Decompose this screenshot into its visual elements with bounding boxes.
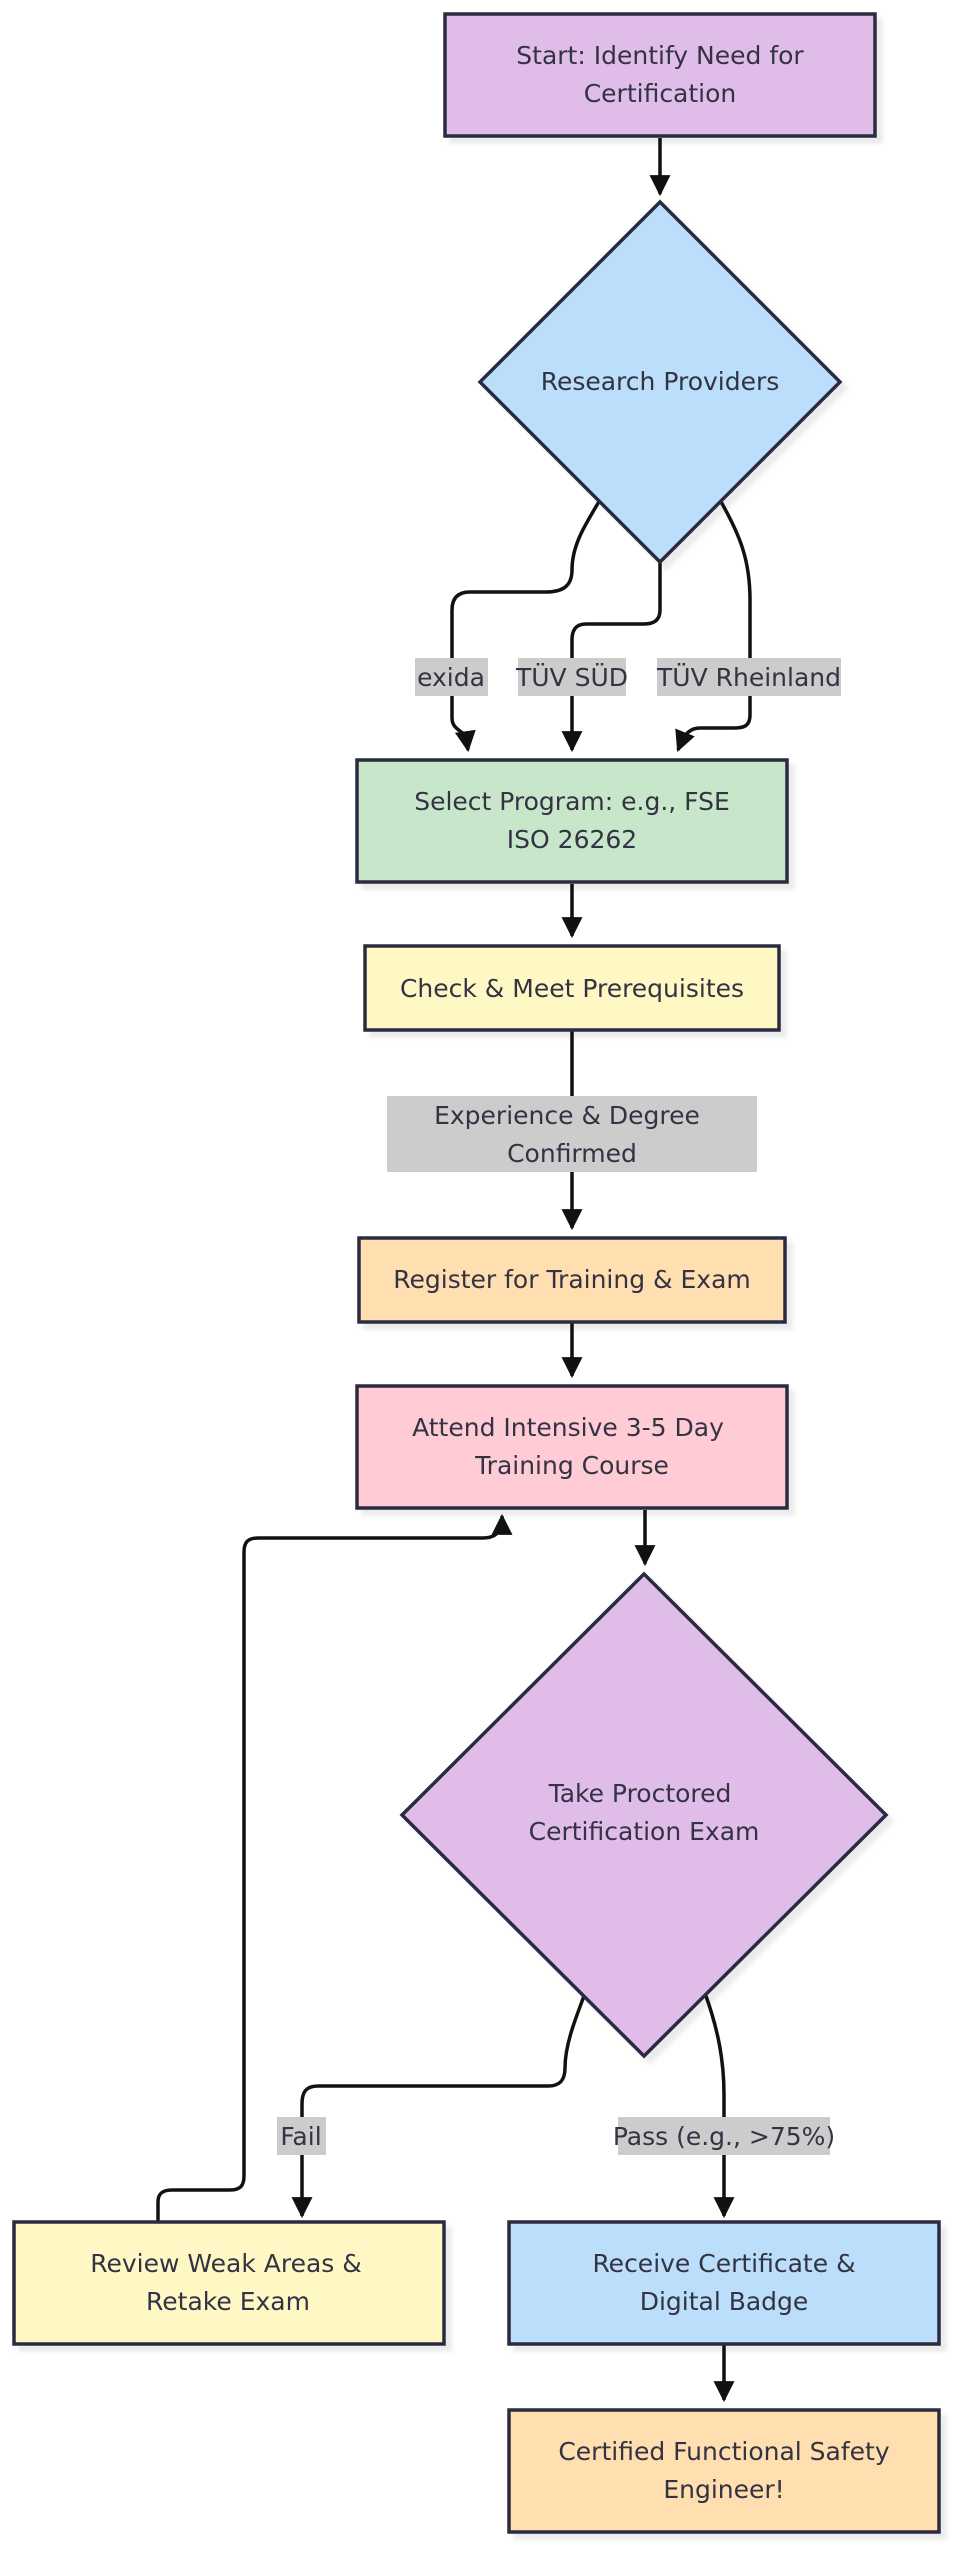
svg-text:Certified Functional Safety: Certified Functional Safety xyxy=(558,2437,890,2466)
edge-research-tuv-rheinland xyxy=(675,499,752,752)
svg-text:Research Providers: Research Providers xyxy=(541,367,780,396)
svg-text:Experience & Degree: Experience & Degree xyxy=(434,1101,700,1130)
svg-text:Certification: Certification xyxy=(584,79,737,108)
node-select-program: Select Program: e.g., FSE ISO 26262 xyxy=(355,758,789,884)
edge-label-experience: Experience & Degree Confirmed xyxy=(387,1096,757,1172)
node-research-providers: Research Providers xyxy=(477,199,843,565)
svg-text:Take Proctored: Take Proctored xyxy=(548,1779,732,1808)
node-register: Register for Training & Exam xyxy=(357,1236,787,1324)
node-start: Start: Identify Need for Certification xyxy=(443,12,877,138)
svg-text:Receive Certificate &: Receive Certificate & xyxy=(592,2249,855,2278)
svg-text:Retake Exam: Retake Exam xyxy=(146,2287,310,2316)
svg-text:Digital Badge: Digital Badge xyxy=(640,2287,809,2316)
svg-text:Review Weak Areas &: Review Weak Areas & xyxy=(90,2249,362,2278)
svg-text:Engineer!: Engineer! xyxy=(663,2475,784,2504)
node-certificate: Receive Certificate & Digital Badge xyxy=(507,2220,941,2346)
edge-label-tuv-sud: TÜV SÜD xyxy=(515,658,628,696)
edge-label-tuv-rheinland: TÜV Rheinland xyxy=(656,658,841,696)
svg-text:Fail: Fail xyxy=(280,2122,321,2151)
edge-research-exida xyxy=(450,499,602,753)
svg-text:TÜV SÜD: TÜV SÜD xyxy=(515,663,628,692)
edge-label-pass: Pass (e.g., >75%) xyxy=(613,2117,835,2155)
svg-text:TÜV Rheinland: TÜV Rheinland xyxy=(656,663,841,692)
svg-text:ISO 26262: ISO 26262 xyxy=(507,825,637,854)
svg-text:Training Course: Training Course xyxy=(474,1451,669,1480)
edge-exam-pass xyxy=(704,1995,735,2219)
edge-research-tuv-sud xyxy=(561,560,662,753)
svg-text:Select Program: e.g., FSE: Select Program: e.g., FSE xyxy=(414,787,730,816)
svg-text:Pass (e.g., >75%): Pass (e.g., >75%) xyxy=(613,2122,835,2151)
node-certified: Certified Functional Safety Engineer! xyxy=(507,2408,941,2534)
svg-text:Attend Intensive 3-5 Day: Attend Intensive 3-5 Day xyxy=(412,1413,724,1442)
svg-text:Certification Exam: Certification Exam xyxy=(529,1817,760,1846)
node-training: Attend Intensive 3-5 Day Training Course xyxy=(355,1384,789,1510)
svg-text:exida: exida xyxy=(417,663,485,692)
svg-text:Confirmed: Confirmed xyxy=(507,1139,637,1168)
node-prerequisites: Check & Meet Prerequisites xyxy=(363,944,781,1032)
edge-review-retake xyxy=(156,1513,513,2222)
svg-text:Register for Training & Exam: Register for Training & Exam xyxy=(393,1265,751,1294)
edge-label-exida: exida xyxy=(415,658,488,696)
svg-text:Check & Meet Prerequisites: Check & Meet Prerequisites xyxy=(400,974,744,1003)
node-exam: Take Proctored Certification Exam xyxy=(399,1571,889,2059)
edge-label-fail: Fail xyxy=(277,2117,326,2155)
node-review: Review Weak Areas & Retake Exam xyxy=(12,2220,446,2346)
edge-exam-fail xyxy=(291,1995,586,2219)
svg-text:Start: Identify Need for: Start: Identify Need for xyxy=(516,41,804,70)
